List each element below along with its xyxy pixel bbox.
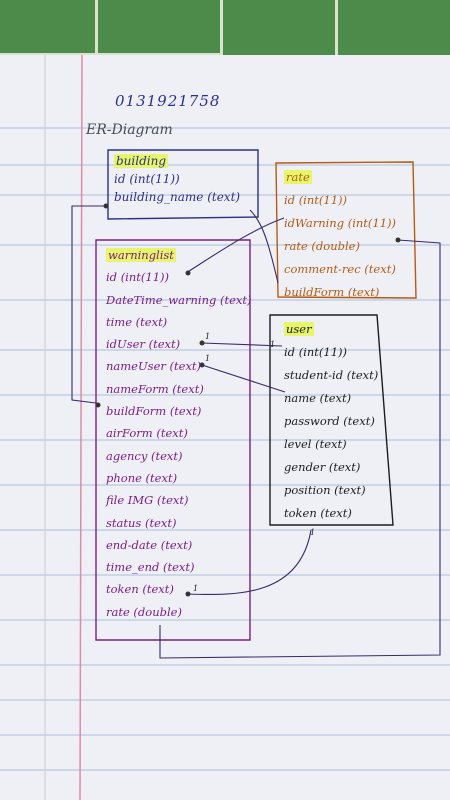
entity-warninglist: warninglist id (int(11)) DateTime_warnin… <box>106 244 252 623</box>
field: phone (text) <box>106 470 178 485</box>
relation-line <box>159 239 441 659</box>
field: buildForm (text) <box>284 285 380 299</box>
field: gender (text) <box>284 460 361 474</box>
field: agency (text) <box>106 448 183 463</box>
cardinality-mark: 1 <box>205 354 211 363</box>
field: time (text) <box>106 314 168 329</box>
entity-name: user <box>284 322 314 336</box>
user-box <box>269 314 394 526</box>
field: time_end (text) <box>106 560 195 575</box>
cardinality-mark: 1 <box>270 340 276 349</box>
field: rate (double) <box>284 239 360 253</box>
relation-line <box>249 209 279 284</box>
field: student-id (text) <box>284 368 379 382</box>
field: rate (double) <box>106 604 182 619</box>
entity-user: user id (int(11)) student-id (text) name… <box>284 318 378 525</box>
notebook-page <box>0 55 450 800</box>
field: nameUser (text) <box>106 359 202 374</box>
field: token (text) <box>284 506 352 520</box>
field: buildForm (text) <box>106 404 202 419</box>
field: file IMG (text) <box>106 493 189 508</box>
entity-building: building id (int(11)) building_name (tex… <box>114 154 240 204</box>
field: name (text) <box>284 391 352 405</box>
warninglist-box <box>95 239 251 641</box>
diagram-title: ER-Diagram <box>86 122 173 138</box>
relation-line <box>185 217 285 274</box>
entity-rate: rate id (int(11)) idWarning (int(11)) ra… <box>284 166 396 304</box>
cardinality-mark: 1 <box>193 584 199 593</box>
relation-line <box>201 364 286 393</box>
field: id (int(11)) <box>284 345 347 359</box>
field: comment-rec (text) <box>284 262 396 276</box>
cardinality-mark: 1 <box>205 332 211 341</box>
floor-tile <box>95 0 231 56</box>
cardinality-mark: 1 <box>310 528 316 537</box>
field: end-date (text) <box>106 537 193 552</box>
field: password (text) <box>284 414 375 428</box>
field: id (int(11)) <box>284 193 347 207</box>
field: nameForm (text) <box>106 381 204 396</box>
rate-box <box>275 161 417 299</box>
entity-name: rate <box>284 170 312 184</box>
entity-name: warninglist <box>106 248 176 262</box>
field: position (text) <box>284 483 366 497</box>
field: DateTime_warning (text) <box>106 292 252 307</box>
field: status (text) <box>106 515 177 530</box>
field: id (int(11)) <box>106 270 169 285</box>
field: idWarning (int(11)) <box>284 216 397 230</box>
relation-line <box>187 529 312 596</box>
field: token (text) <box>106 582 174 597</box>
field: building_name (text) <box>114 190 241 204</box>
relation-line <box>201 342 283 347</box>
building-box <box>107 149 259 220</box>
field: id (int(11)) <box>114 172 180 186</box>
phone-number: 0131921758 <box>115 92 221 110</box>
field: airForm (text) <box>106 426 188 441</box>
field: level (text) <box>284 437 347 451</box>
relation-line <box>71 205 106 404</box>
entity-name: building <box>114 154 169 168</box>
field: idUser (text) <box>106 337 181 352</box>
